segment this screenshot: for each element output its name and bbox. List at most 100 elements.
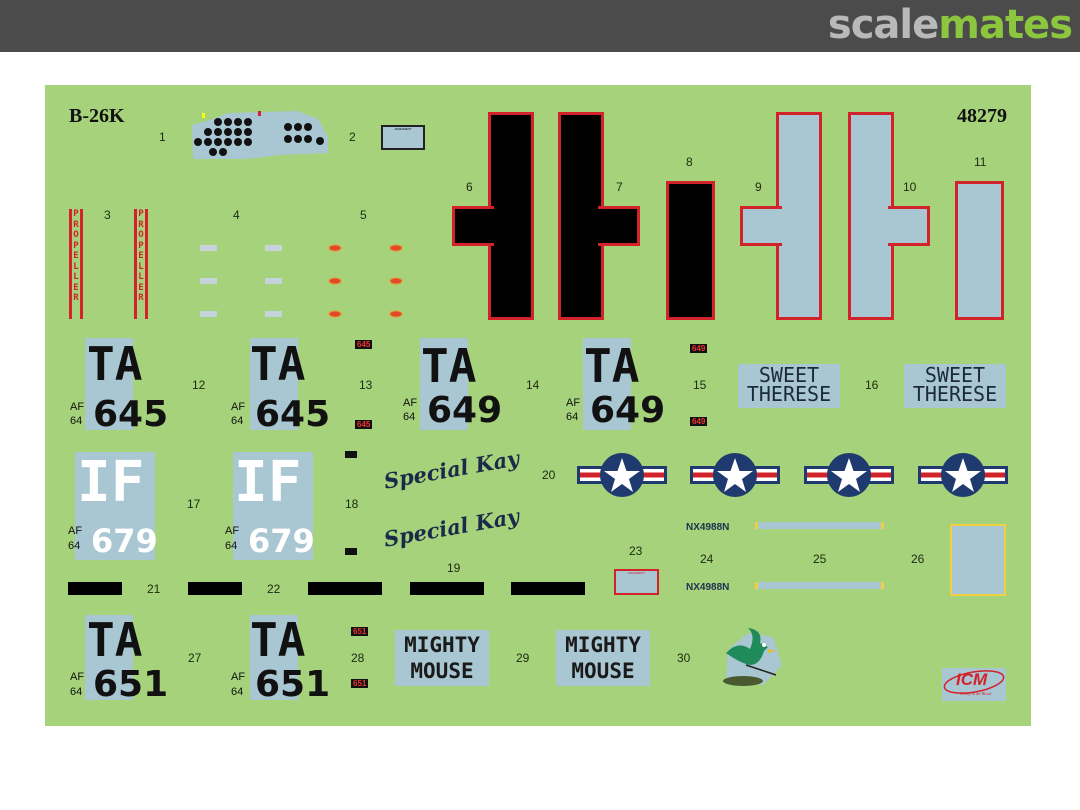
year-label: 64	[231, 686, 244, 698]
code-decal-18	[233, 452, 313, 560]
emergency-stripe-decal	[755, 582, 884, 589]
serial-number: 649	[590, 390, 666, 431]
item-number: 9	[755, 180, 762, 194]
emergency-stripe-decal	[755, 522, 884, 529]
serial-number: 645	[93, 394, 169, 435]
serial-number: 649	[427, 390, 503, 431]
blue-stripe-decal	[955, 181, 1004, 320]
item-number: 23	[629, 544, 643, 558]
item-number: 15	[693, 378, 707, 392]
small-serial-tag: 649	[690, 344, 708, 353]
serial-number: 679	[91, 522, 158, 560]
year-label: 64	[231, 415, 244, 427]
item-number: 29	[516, 651, 530, 665]
code-decal-13	[250, 338, 298, 430]
af-label: AF	[70, 401, 85, 413]
code-decal-27	[85, 615, 133, 700]
black-stripe-decal	[666, 181, 715, 320]
registration-decal: NX4988N	[686, 582, 730, 593]
serial-number: 645	[255, 394, 331, 435]
item-number: 11	[974, 155, 987, 169]
propeller-decal: PROPELLER	[69, 209, 83, 319]
af-label: AF	[68, 525, 83, 537]
small-tag	[345, 451, 357, 458]
item-number: 21	[147, 582, 161, 596]
us-insignia-decal	[918, 453, 1008, 497]
propeller-decal: PROPELLER	[134, 209, 148, 319]
small-tag	[345, 548, 357, 555]
black-bar-decal	[68, 582, 122, 595]
year-label: 64	[566, 411, 579, 423]
blue-stripe-arm	[888, 206, 930, 246]
small-serial-tag: 651	[351, 627, 369, 636]
code-letters: TA	[250, 613, 306, 667]
small-serial-tag: 645	[355, 340, 373, 349]
code-decal-28	[250, 615, 298, 700]
sheet-number: 48279	[957, 105, 1007, 127]
item-number: 1	[159, 130, 166, 144]
special-kay-decal: Special Kay	[381, 503, 522, 552]
us-insignia-decal	[804, 453, 894, 497]
black-bar-decal	[410, 582, 484, 595]
black-bar-decal	[511, 582, 585, 595]
black-stripe-decal	[488, 112, 534, 320]
item-number: 3	[104, 208, 111, 222]
code-letters: TA	[421, 339, 477, 393]
year-label: 64	[70, 686, 83, 698]
scalemates-logo[interactable]: scalemates	[827, 2, 1073, 48]
item-number: 19	[447, 561, 461, 575]
item-number: 27	[188, 651, 202, 665]
black-bar-decal	[308, 582, 382, 595]
year-label: 64	[225, 540, 238, 552]
item-number: 7	[616, 180, 623, 194]
item-number: 14	[526, 378, 540, 392]
af-label: AF	[403, 397, 418, 409]
af-label: AF	[231, 671, 246, 683]
item-number: 13	[359, 378, 373, 392]
code-letters: TA	[87, 337, 143, 391]
black-stripe-arm	[598, 206, 640, 246]
item-number: 20	[542, 468, 556, 482]
special-kay-decal: Special Kay	[381, 445, 522, 494]
roadrunner-emblem	[723, 628, 782, 686]
code-decal-17	[75, 452, 155, 560]
instrument-panel-decal	[192, 111, 328, 159]
stencil-decals	[200, 244, 403, 318]
year-label: 64	[70, 415, 83, 427]
us-insignia-decal	[577, 453, 667, 497]
small-serial-tag: 645	[355, 420, 373, 429]
small-serial-tag: 649	[690, 417, 708, 426]
item-number: 22	[267, 582, 281, 596]
armament-panel-decal: ARMAMENT	[381, 125, 425, 150]
sheet-title: B-26K	[69, 105, 125, 127]
item-number: 12	[192, 378, 206, 392]
code-letters: TA	[87, 613, 143, 667]
decal-sheet: B-26K 48279 1 2 3 4 5 6 7 8 9 10 11 12 1…	[45, 85, 1031, 726]
serial-number: 651	[255, 664, 331, 705]
serial-number: 651	[93, 664, 169, 705]
code-letters: TA	[250, 337, 306, 391]
af-label: AF	[225, 525, 240, 537]
icm-logo: ICM Hobby in the Blood	[942, 668, 1006, 701]
item-number: 6	[466, 180, 473, 194]
af-label: AF	[231, 401, 246, 413]
small-serial-tag: 651	[351, 679, 369, 688]
black-bar-decal	[188, 582, 242, 595]
code-decal-12	[85, 338, 133, 430]
item-number: 2	[349, 130, 356, 144]
blue-stripe-decal	[848, 112, 894, 320]
code-letters: TA	[584, 339, 640, 393]
blue-stripe-decal	[776, 112, 822, 320]
item-number: 30	[677, 651, 691, 665]
code-decal-15	[583, 338, 631, 430]
item-number: 24	[700, 552, 714, 566]
blue-stripe-arm	[740, 206, 782, 246]
item-number: 8	[686, 155, 693, 169]
serial-number: 679	[248, 522, 315, 560]
armament-red-decal: ARMAMENT	[614, 569, 659, 595]
code-letters: IF	[234, 450, 302, 515]
